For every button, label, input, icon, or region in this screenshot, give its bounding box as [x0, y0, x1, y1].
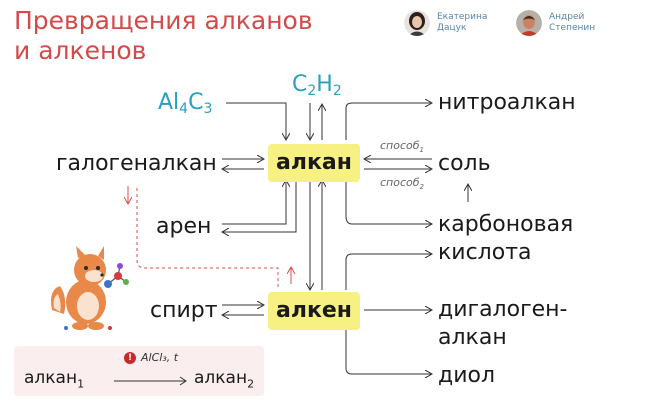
author-2-first: Андрей: [549, 12, 585, 22]
dashed-haloalkane-to-alkene: [136, 188, 279, 290]
formula-al4c3: Al4C3: [158, 90, 213, 117]
arrow-al4c3-to-alkane: [226, 102, 286, 140]
arrow-alkane-to-nitroalkane: [345, 103, 432, 140]
arrow-alkane-to-acid: [345, 180, 432, 224]
arrow-alkene-to-acid: [345, 254, 432, 290]
author-1-last: Дацук: [437, 23, 467, 33]
page-title: Превращения алканов и алкенов: [14, 6, 313, 66]
author-2-last: Степенин: [549, 23, 596, 33]
label-carboxylic-line1: карбоновая: [438, 212, 574, 237]
method-1: способ1: [380, 139, 424, 155]
label-carboxylic-line2: кислота: [438, 240, 532, 265]
author-1-first: Екатерина: [437, 12, 488, 22]
catalyst-note: ! AlCl₃, t алкан1 алкан2: [14, 346, 264, 396]
label-arene: арен: [156, 214, 212, 239]
author-1: Екатерина Дацук: [404, 10, 487, 36]
avatar-man-icon: [516, 10, 542, 36]
label-nitroalkane: нитроалкан: [438, 90, 576, 115]
author-2: Андрей Степенин: [516, 10, 595, 36]
note-arrow: [114, 376, 187, 386]
arrow-alkane-to-arene: [222, 180, 297, 232]
avatar-woman-icon: [404, 10, 430, 36]
exclamation-icon: !: [124, 351, 136, 364]
fox-mascot-icon: [51, 246, 129, 330]
note-left-alkane: алкан1: [24, 368, 85, 391]
arrow-arene-to-alkane: [222, 180, 286, 225]
arrow-alkene-to-diol: [345, 330, 432, 374]
label-salt: соль: [438, 151, 491, 176]
note-right-alkane: алкан2: [194, 368, 255, 391]
label-haloalkane: галогеналкан: [56, 151, 217, 176]
title-line-1: Превращения алканов: [14, 6, 313, 35]
formula-c2h2: C2H2: [292, 72, 342, 99]
label-dihalo-line1: дигалоген-: [438, 297, 568, 322]
label-alcohol: спирт: [150, 298, 218, 323]
method-2: способ2: [380, 176, 424, 192]
note-condition: ! AlCl₃, t: [124, 351, 178, 364]
node-alkene: алкен: [268, 292, 360, 330]
title-line-2: и алкенов: [14, 36, 147, 65]
label-diol: диол: [438, 363, 496, 388]
node-alkane: алкан: [268, 144, 360, 182]
label-dihalo-line2: алкан: [438, 325, 507, 350]
